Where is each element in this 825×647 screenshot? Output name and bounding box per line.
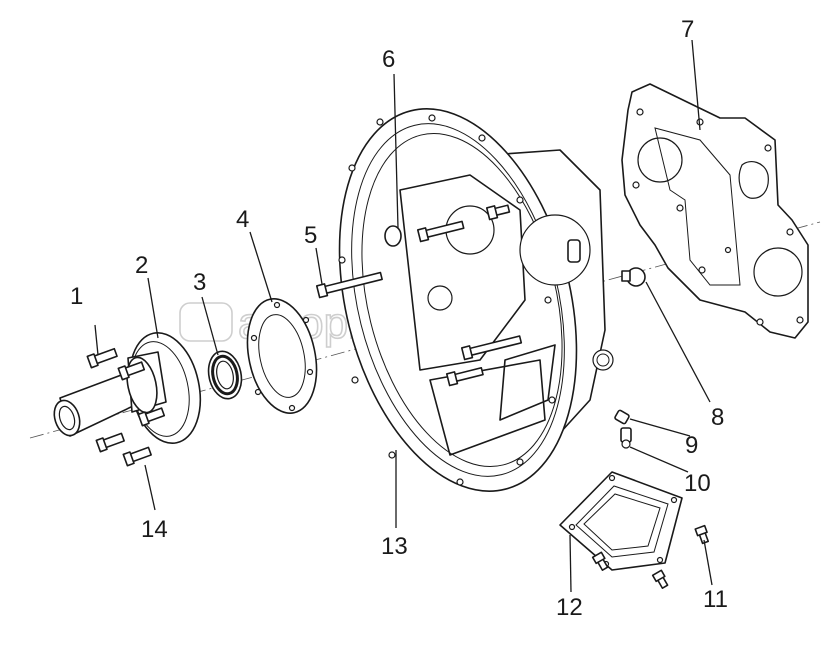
callout-13: 13 bbox=[381, 533, 408, 560]
part-8-plug bbox=[621, 267, 646, 287]
leader-lines bbox=[94, 39, 713, 593]
part-11-screws bbox=[591, 524, 710, 589]
callout-labels: 1 2 3 4 5 6 7 8 9 10 11 12 13 14 bbox=[70, 16, 728, 621]
callout-4: 4 bbox=[236, 206, 249, 233]
callout-14: 14 bbox=[141, 516, 168, 543]
callout-12: 12 bbox=[556, 594, 583, 621]
part-12-cover-plate bbox=[559, 471, 683, 571]
callout-6: 6 bbox=[382, 46, 395, 73]
callout-11: 11 bbox=[703, 586, 728, 613]
part-4-gasket bbox=[246, 298, 318, 414]
studs bbox=[315, 204, 523, 387]
bolts-small bbox=[86, 347, 166, 467]
part-3-seal-ring bbox=[207, 350, 243, 400]
housing-flange-holes bbox=[338, 114, 556, 486]
callout-2: 2 bbox=[135, 252, 148, 279]
part-7-gasket bbox=[621, 83, 809, 339]
callout-10: 10 bbox=[684, 470, 711, 497]
callout-1: 1 bbox=[70, 283, 83, 310]
callout-9: 9 bbox=[685, 432, 698, 459]
callout-3: 3 bbox=[193, 269, 206, 296]
part-9-10-fitting bbox=[614, 409, 632, 449]
callout-5: 5 bbox=[304, 222, 317, 249]
part-2-flange bbox=[126, 331, 202, 445]
part-13-clutch-housing bbox=[338, 108, 614, 492]
callout-7: 7 bbox=[681, 16, 694, 43]
callout-8: 8 bbox=[711, 404, 724, 431]
